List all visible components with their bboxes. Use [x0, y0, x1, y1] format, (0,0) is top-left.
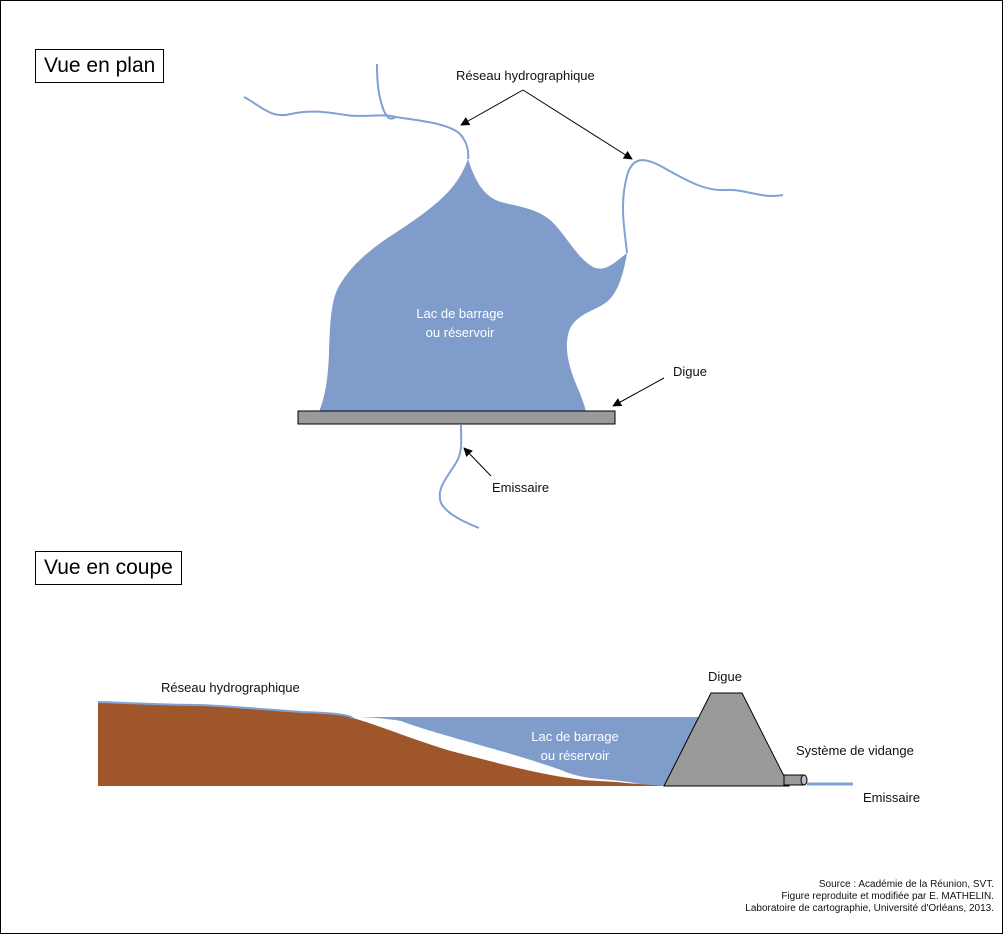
section-dam — [663, 692, 790, 787]
plan-label-lake-1: Lac de barrage — [416, 306, 503, 321]
plan-reservoir — [319, 159, 627, 412]
section-label-lake-2: ou réservoir — [541, 748, 610, 763]
plan-arrow-dam — [612, 377, 665, 407]
section-label-network: Réseau hydrographique — [161, 680, 300, 695]
section-view: Réseau hydrographique Lac de barrage ou … — [97, 669, 920, 805]
section-soil — [98, 702, 664, 786]
section-view-title: Vue en coupe — [35, 551, 182, 585]
plan-arrow-outlet — [463, 447, 492, 477]
plan-label-lake-2: ou réservoir — [426, 325, 495, 340]
source-line-2: Figure reproduite et modifiée par E. MAT… — [781, 891, 994, 902]
section-label-dam: Digue — [708, 669, 742, 684]
section-river-line — [97, 701, 354, 719]
plan-river-left — [243, 96, 470, 160]
plan-river-right — [622, 159, 784, 254]
plan-dam — [297, 410, 616, 425]
plan-arrow-network-right — [522, 89, 633, 160]
plan-label-network: Réseau hydrographique — [456, 68, 595, 83]
plan-label-outlet: Emissaire — [492, 480, 549, 495]
plan-view-title: Vue en plan — [35, 49, 165, 83]
source-line-3: Laboratoire de cartographie, Université … — [745, 903, 994, 914]
section-label-outlet: Emissaire — [863, 790, 920, 805]
plan-view: Réseau hydrographique Lac de barrage ou … — [243, 63, 784, 529]
plan-label-dam: Digue — [673, 364, 707, 379]
source-credits: Source : Académie de la Réunion, SVT. Fi… — [745, 879, 994, 915]
plan-arrow-network-left — [460, 89, 524, 126]
section-label-drain: Système de vidange — [796, 743, 914, 758]
plan-outlet-river — [438, 424, 480, 529]
plan-river-top — [376, 63, 397, 120]
source-line-1: Source : Académie de la Réunion, SVT. — [818, 879, 994, 890]
section-drain-pipe-end — [800, 774, 808, 786]
section-label-lake-1: Lac de barrage — [531, 729, 618, 744]
section-reservoir — [346, 717, 699, 786]
